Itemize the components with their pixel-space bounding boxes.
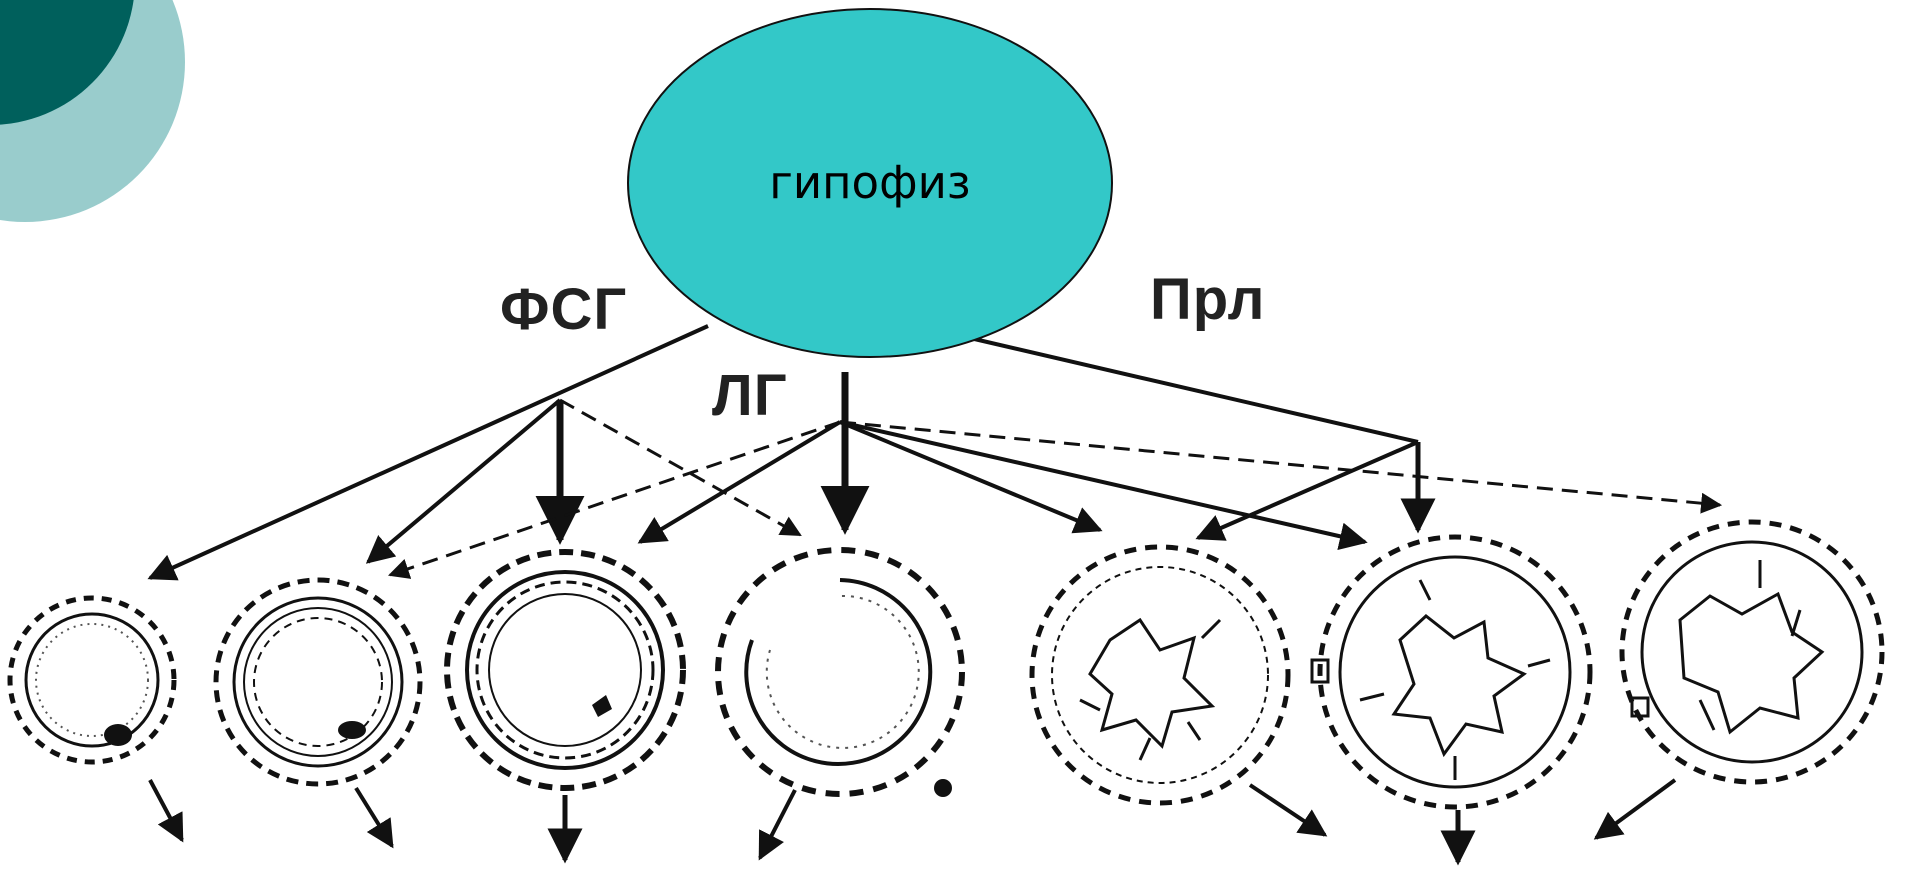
hormone-label-lg: ЛГ	[712, 363, 788, 428]
fsg-arrow-4	[559, 398, 802, 537]
fsg-arrow-1	[147, 324, 709, 581]
fsg-arrow-2	[365, 398, 562, 564]
corner-circle-dark	[0, 0, 134, 125]
follicle-1	[7, 595, 184, 843]
corner-decoration	[0, 0, 185, 222]
follicle-3	[444, 549, 686, 864]
prl-arrow-left	[1195, 440, 1419, 541]
pituitary-label: гипофиз	[769, 156, 971, 209]
follicle-7	[1593, 519, 1885, 840]
follicle-4	[715, 547, 965, 861]
lg-arrow-4	[839, 420, 1368, 551]
lg-arrow-dash-right	[839, 420, 1723, 514]
pituitary-ellipse	[627, 8, 1113, 358]
follicle-2	[213, 577, 423, 849]
lg-arrow-2	[637, 420, 842, 544]
lg-arrow-3	[839, 420, 1103, 534]
prl-line	[969, 336, 1419, 444]
hormone-label-fsg: ФСГ	[500, 277, 628, 342]
follicle-6	[1310, 534, 1593, 866]
lg-arrows	[388, 372, 1723, 579]
lg-arrow-dash-left	[388, 420, 841, 579]
follicle-5	[1029, 544, 1328, 837]
fsg-arrows	[147, 324, 802, 581]
hormone-label-prl: Прл	[1150, 267, 1266, 332]
prl-arrows	[969, 336, 1436, 541]
follicles	[7, 519, 1885, 866]
